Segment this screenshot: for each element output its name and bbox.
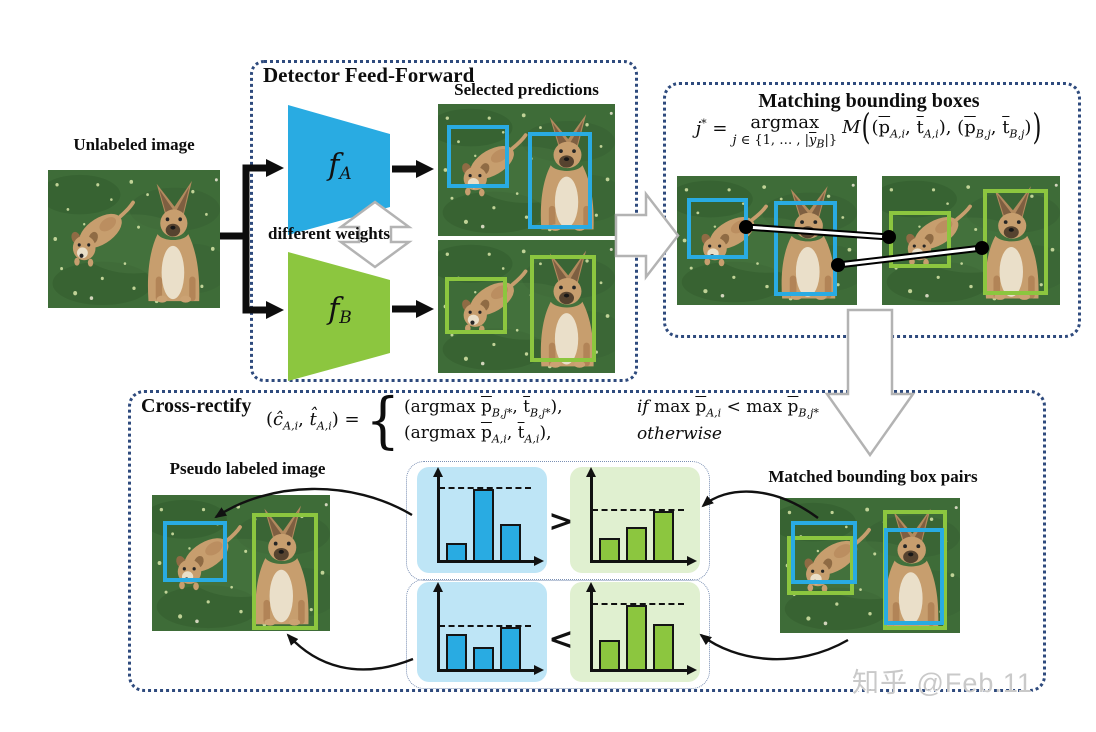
bbox-pair-a-left-dog	[790, 520, 858, 585]
selected-predictions-label: Selected predictions	[454, 80, 599, 99]
bbox-pseudo-right-dog	[251, 512, 318, 630]
matched-bounding-box-pairs-label: Matched bounding box pairs	[768, 467, 978, 486]
photo-predictions-detector-a	[438, 104, 615, 236]
argmax-stack: argmax j ∈ {1, … , |yB|}	[732, 112, 838, 151]
comparison-row-1-box	[406, 461, 710, 581]
chart-bar	[599, 639, 620, 669]
unlabeled-image-label: Unlabeled image	[73, 135, 195, 154]
detector-feed-forward-title: Detector Feed-Forward	[263, 63, 475, 87]
bar-chart-detector-b-case1	[570, 467, 700, 573]
chart-y-arrow-icon	[433, 467, 443, 477]
photo-matched-pairs	[780, 498, 960, 633]
photo-matching-detector-b	[882, 176, 1060, 305]
bbox-detector-a-left-dog	[446, 125, 509, 189]
figure-canvas: > < Unlabeled image Detector Feed-Forwar…	[0, 18, 1096, 732]
detector-b-sub: B	[339, 308, 352, 329]
photo-pseudo-labeled	[152, 495, 330, 631]
detector-b-f: f	[328, 292, 340, 327]
argmax: argmax	[750, 112, 820, 133]
zhihu-watermark: 知乎 @Feb.11	[852, 668, 1033, 698]
chart-bar	[500, 524, 521, 560]
chart-x-arrow-icon	[534, 556, 544, 566]
bbox-pair-b-left-dog	[787, 535, 854, 596]
chart-max-guide	[592, 509, 684, 512]
chart-bar	[599, 537, 620, 560]
chart-max-guide	[592, 602, 684, 605]
condition-1: if max pA,i < max pB,j*	[636, 396, 819, 419]
chart-y-arrow-icon	[586, 582, 596, 592]
photo-matching-detector-a	[677, 176, 857, 305]
big-left-paren: (	[861, 107, 871, 149]
detector-a-symbol: fA	[300, 148, 380, 184]
chart-x-axis	[437, 560, 535, 563]
matching-formula: j* = argmax j ∈ {1, … , |yB|} M ( (pA,i,…	[664, 108, 1074, 151]
cases-brace: {	[365, 385, 400, 456]
chart-max-guide	[439, 486, 531, 489]
chart-y-arrow-icon	[433, 582, 443, 592]
match-function: M	[842, 117, 861, 138]
bbox-detector-b-left-dog	[445, 277, 508, 335]
chart-bar	[473, 488, 494, 560]
bbox-pair-a-right-dog	[884, 527, 944, 625]
formula-lhs: j* =	[695, 117, 728, 139]
detector-a-f: f	[328, 148, 340, 183]
condition-2: otherwise	[636, 424, 722, 445]
chart-y-arrow-icon	[586, 467, 596, 477]
chart-max-guide	[439, 624, 531, 627]
bbox-matching-b-left-dog	[889, 210, 952, 268]
cross-rectify-box	[128, 390, 1046, 692]
case-2: (argmax pA,i, tA,i),	[403, 423, 552, 446]
chart-y-axis	[590, 475, 593, 560]
bbox-detector-a-right-dog	[528, 131, 592, 230]
chart-x-arrow-icon	[687, 556, 697, 566]
big-right-paren: )	[1032, 107, 1042, 149]
chart-y-axis	[590, 590, 593, 669]
chart-x-axis	[437, 669, 535, 672]
chart-bar	[473, 647, 494, 669]
detector-b-symbol: fB	[300, 292, 380, 328]
bar-chart-detector-b-case2	[570, 582, 700, 682]
bbox-matching-b-right-dog	[983, 188, 1048, 295]
pseudo-labeled-image-label: Pseudo labeled image	[169, 459, 326, 478]
bar-chart-detector-a-case1	[417, 467, 547, 573]
rectify-cases: (argmax pB,j*, tB,j*), if max pA,i < max…	[404, 397, 819, 446]
different-weights-label: different weights	[268, 224, 390, 243]
chart-x-arrow-icon	[687, 665, 697, 675]
cross-rectify-formula: (ĉA,i, t̂A,i) = { (argmax pB,j*, tB,j*),…	[266, 388, 876, 453]
detector-a-sub: A	[339, 164, 352, 185]
chart-bar	[626, 526, 647, 560]
matching-bounding-boxes-title: Matching bounding boxes	[758, 90, 980, 112]
dog-photo	[48, 170, 220, 308]
bar-chart-detector-a-case2	[417, 582, 547, 682]
photo-unlabeled-image	[48, 170, 220, 308]
chart-bar	[653, 623, 674, 669]
bbox-matching-a-left-dog	[686, 197, 749, 259]
argmax-domain: j ∈ {1, … , |yB|}	[732, 132, 838, 151]
chart-x-axis	[590, 669, 688, 672]
bbox-detector-b-right-dog	[530, 254, 596, 363]
bbox-pseudo-left-dog	[162, 520, 227, 583]
chart-bar	[500, 626, 521, 669]
rectify-lhs: (ĉA,i, t̂A,i) =	[266, 409, 360, 433]
chart-bar	[626, 604, 647, 669]
bbox-matching-a-right-dog	[774, 200, 838, 296]
case-1: (argmax pB,j*, tB,j*),	[403, 396, 563, 419]
chart-bar	[446, 542, 467, 560]
cross-rectify-title: Cross-rectify	[141, 395, 252, 417]
formula-args: (pA,i, tA,i), (pB,j, tB,j)	[871, 117, 1032, 141]
chart-y-axis	[437, 475, 440, 560]
chart-x-arrow-icon	[534, 665, 544, 675]
chart-bar	[446, 633, 467, 669]
photo-predictions-detector-b	[438, 240, 615, 373]
chart-y-axis	[437, 590, 440, 669]
chart-bar	[653, 511, 674, 560]
less-than-operator: <	[548, 622, 574, 657]
greater-than-operator: >	[548, 504, 574, 539]
chart-x-axis	[590, 560, 688, 563]
